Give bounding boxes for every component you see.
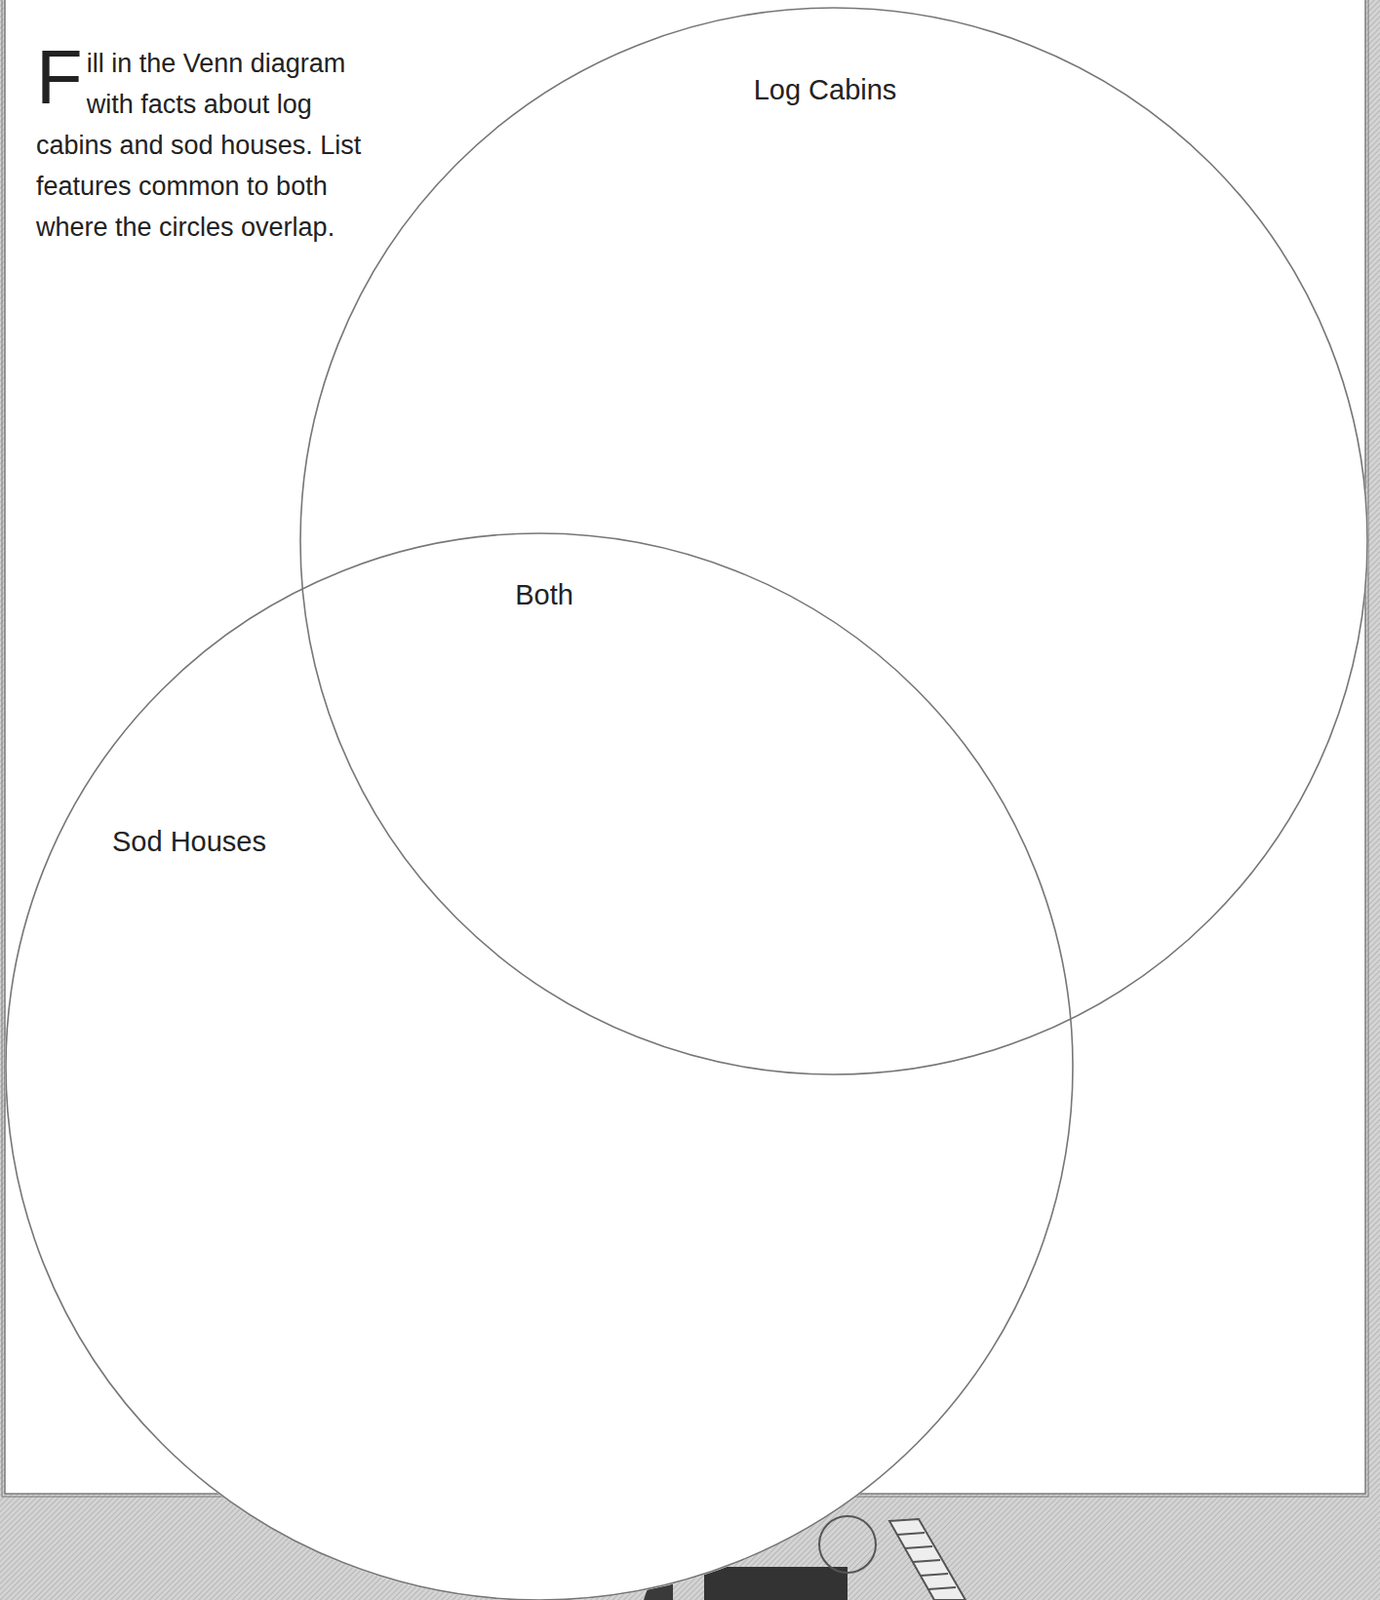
circle-title: Log Cabins bbox=[753, 74, 898, 107]
circle-outline bbox=[299, 6, 1369, 1076]
venn-circle: Sod Houses bbox=[4, 532, 1074, 1600]
venn-circle: Log Cabins bbox=[299, 6, 1369, 1076]
circle-outline bbox=[4, 532, 1074, 1600]
circle-fill bbox=[4, 532, 1074, 1600]
circle-title: Sod Houses bbox=[112, 826, 267, 859]
overlap-label: Both bbox=[514, 579, 574, 612]
instructions: Fill in the Venn diagram with facts abou… bbox=[36, 42, 373, 248]
